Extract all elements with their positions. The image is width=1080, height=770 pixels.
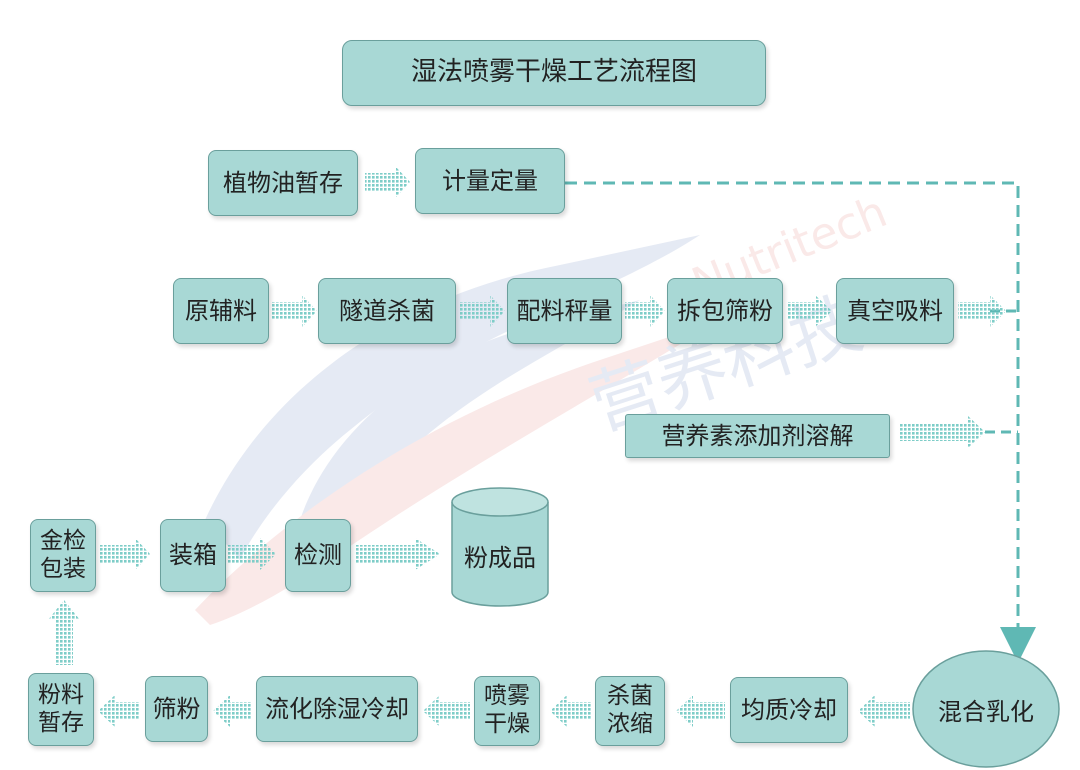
- arrow-nutrient-out: [900, 416, 985, 448]
- node-mix-emulsify-label: 混合乳化: [938, 697, 1034, 726]
- node-spray-dry-label: 喷雾干燥: [483, 683, 530, 737]
- arrow-vacuum-out: [958, 295, 1006, 327]
- node-fluid-dehumidify-cool: 流化除湿冷却: [256, 676, 418, 742]
- node-finished-powder: 粉成品: [450, 520, 550, 590]
- node-homogenize-cool-label: 均质冷却: [741, 695, 837, 724]
- arrow-sieve-to-storage: [98, 695, 140, 727]
- node-tunnel-sterilize-label: 隧道杀菌: [339, 296, 435, 325]
- dashed-connector-main: [565, 181, 1036, 663]
- node-tunnel-sterilize: 隧道杀菌: [318, 278, 456, 344]
- node-oil-storage: 植物油暂存: [208, 150, 358, 216]
- node-boxing-label: 装箱: [169, 541, 217, 570]
- node-mix-emulsify: 混合乳化: [912, 650, 1060, 768]
- node-vacuum-feed-label: 真空吸料: [847, 296, 943, 325]
- node-spray-dry: 喷雾干燥: [474, 676, 540, 746]
- node-powder-storage: 粉料暂存: [28, 673, 94, 746]
- node-batch-weigh: 配料秤量: [507, 278, 622, 344]
- finished-product-cylinder: [451, 487, 549, 607]
- arrow-homogenize-to-sterilize: [676, 695, 725, 727]
- diagram-title-text: 湿法喷雾干燥工艺流程图: [410, 57, 697, 88]
- arrow-box-to-inspect: [228, 538, 276, 570]
- node-inspection-label: 检测: [294, 541, 342, 570]
- node-vacuum-feed: 真空吸料: [836, 278, 954, 344]
- arrow-oil-to-metering: [365, 166, 410, 198]
- arrow-storage-to-pack: [48, 600, 80, 665]
- diagram-title: 湿法喷雾干燥工艺流程图: [342, 40, 766, 106]
- node-oil-storage-label: 植物油暂存: [223, 168, 343, 197]
- node-metering: 计量定量: [415, 148, 565, 214]
- node-metering-label: 计量定量: [442, 166, 538, 195]
- arrow-mix-to-homogenize: [858, 695, 910, 727]
- node-sieve-powder-label: 筛粉: [152, 694, 201, 723]
- arrow-pack-to-box: [100, 538, 150, 570]
- node-sieve-powder: 筛粉: [145, 676, 208, 742]
- node-sterilize-concentrate-label: 杀菌浓缩: [606, 683, 653, 737]
- node-batch-weigh-label: 配料秤量: [516, 296, 613, 325]
- node-inspection: 检测: [285, 519, 351, 592]
- node-boxing: 装箱: [160, 519, 226, 592]
- arrow-raw-to-tunnel: [272, 295, 317, 327]
- node-nutrient-dissolve-label: 营养素添加剂溶解: [661, 421, 854, 450]
- node-metal-check-pack: 金检包装: [30, 519, 96, 592]
- arrow-spray-to-fluid: [423, 695, 470, 727]
- arrow-group-left: [98, 695, 910, 727]
- arrow-weigh-to-unpack: [625, 295, 665, 327]
- node-unpack-sieve: 拆包筛粉: [667, 278, 783, 344]
- node-homogenize-cool: 均质冷却: [730, 677, 848, 743]
- arrow-group-right: [100, 166, 1006, 570]
- arrow-sterilize-to-spray: [550, 695, 592, 727]
- node-fluid-dehumidify-cool-label: 流化除湿冷却: [265, 694, 409, 723]
- node-raw-material-label: 原辅料: [185, 296, 257, 325]
- arrow-fluid-to-sieve: [213, 695, 252, 727]
- node-powder-storage-label: 粉料暂存: [37, 681, 84, 736]
- arrow-tunnel-to-weigh: [460, 295, 505, 327]
- arrow-unpack-to-vacuum: [787, 295, 832, 327]
- node-metal-check-pack-label: 金检包装: [39, 527, 86, 582]
- node-sterilize-concentrate: 杀菌浓缩: [595, 676, 665, 746]
- node-raw-material: 原辅料: [173, 278, 269, 344]
- node-nutrient-dissolve: 营养素添加剂溶解: [625, 414, 890, 458]
- arrow-inspect-to-finished: [355, 538, 440, 570]
- node-finished-powder-label: 粉成品: [464, 543, 536, 572]
- node-unpack-sieve-label: 拆包筛粉: [677, 296, 773, 325]
- mix-emulsify-ellipse: [912, 650, 1060, 768]
